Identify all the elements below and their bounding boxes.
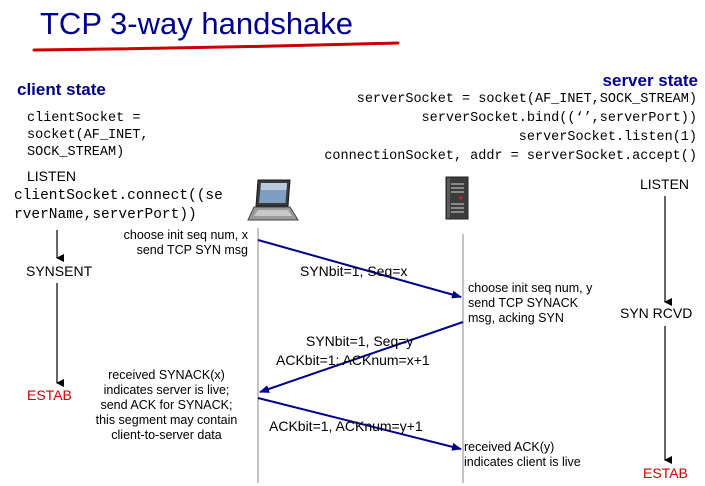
note-line: received SYNACK(x) bbox=[108, 368, 225, 382]
msg-line: ACKbit=1; ACKnum=x+1 bbox=[276, 352, 430, 368]
note-line: received ACK(y) bbox=[464, 440, 555, 454]
server-listen-state: LISTEN bbox=[640, 176, 690, 192]
server-synrcvd-state: SYN RCVD bbox=[620, 305, 693, 321]
note-line: indicates server is live; bbox=[103, 383, 230, 397]
syn-arrow bbox=[257, 239, 462, 299]
ack-arrow bbox=[257, 397, 462, 451]
note-line: this segment may contain bbox=[95, 413, 238, 427]
title-underline bbox=[32, 41, 400, 52]
client-state-header: client state bbox=[17, 80, 106, 99]
msg-line: SYNbit=1, Seq=y bbox=[306, 333, 414, 349]
client-synsent-state: SYNSENT bbox=[26, 263, 93, 279]
client-estab-state: ESTAB bbox=[27, 387, 72, 403]
server-state-header: server state bbox=[602, 71, 698, 90]
code-line: serverSocket = socket(AF_INET,SOCK_STREA… bbox=[356, 92, 697, 107]
code-line: serverSocket.listen(1) bbox=[518, 130, 697, 145]
server-estab-state: ESTAB bbox=[643, 465, 688, 481]
server-choose-note: choose init seq num, y send TCP SYNACK m… bbox=[468, 281, 592, 326]
syn-message-label: SYNbit=1, Seq=x bbox=[300, 263, 408, 279]
note-line: send ACK for SYNACK; bbox=[100, 398, 233, 412]
note-line: msg, acking SYN bbox=[468, 311, 564, 325]
synack-arrow bbox=[259, 321, 464, 393]
code-line: serverSocket.bind((‘’,serverPort)) bbox=[421, 111, 697, 126]
server-received-note: received ACK(y) indicates client is live bbox=[464, 440, 581, 470]
note-line: choose init seq num, x bbox=[123, 228, 248, 242]
client-listen-state: LISTEN bbox=[27, 168, 77, 184]
code-line: clientSocket.connect((se bbox=[14, 188, 223, 204]
note-line: indicates client is live bbox=[464, 455, 581, 469]
client-connect-code: clientSocket.connect((se rverName,server… bbox=[14, 187, 223, 225]
server-code-block: serverSocket = socket(AF_INET,SOCK_STREA… bbox=[324, 90, 697, 166]
page-title: TCP 3-way handshake bbox=[40, 6, 354, 41]
client-received-note: received SYNACK(x) indicates server is l… bbox=[80, 368, 253, 443]
code-line: socket(AF_INET, bbox=[27, 128, 149, 143]
server-icon bbox=[445, 176, 469, 220]
laptop-icon bbox=[247, 179, 299, 221]
note-line: client-to-server data bbox=[111, 428, 222, 442]
synack-message-label: SYNbit=1, Seq=y ACKbit=1; ACKnum=x+1 bbox=[276, 332, 430, 370]
code-line: clientSocket = bbox=[27, 111, 141, 126]
code-line: connectionSocket, addr = serverSocket.ac… bbox=[324, 149, 697, 164]
client-choose-note: choose init seq num, x send TCP SYN msg bbox=[124, 228, 248, 258]
code-line: SOCK_STREAM) bbox=[27, 145, 125, 160]
code-line: rverName,serverPort)) bbox=[14, 207, 197, 223]
note-line: send TCP SYNACK bbox=[468, 296, 579, 310]
note-line: send TCP SYN msg bbox=[136, 243, 248, 257]
ack-message-label: ACKbit=1, ACKnum=y+1 bbox=[269, 418, 423, 434]
client-socket-code: clientSocket = socket(AF_INET, SOCK_STRE… bbox=[27, 110, 149, 161]
note-line: choose init seq num, y bbox=[468, 281, 593, 295]
